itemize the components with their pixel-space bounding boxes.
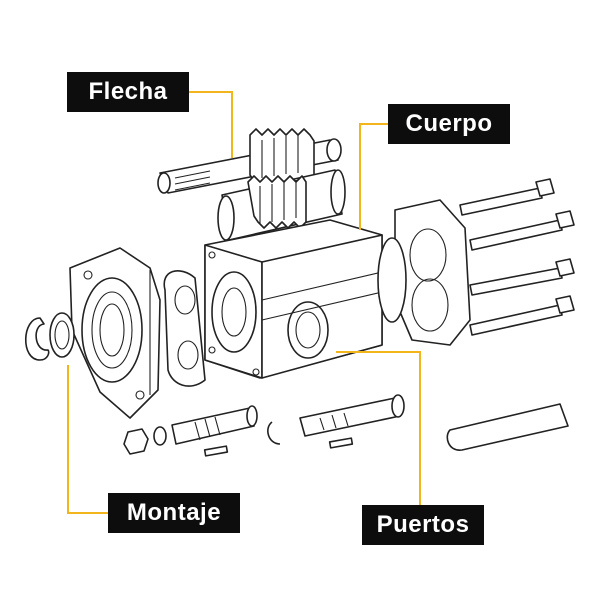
leader-flecha (189, 91, 233, 158)
leader-montaje (67, 365, 108, 514)
label-flecha: Flecha (67, 72, 189, 112)
label-cuerpo: Cuerpo (388, 104, 510, 144)
end-cover (377, 199, 471, 346)
bolt-set (459, 178, 575, 336)
shaft-seal (49, 312, 75, 358)
snap-ring (25, 317, 50, 361)
lower-shafts-and-parts (123, 394, 569, 457)
driven-shaft-gear (217, 169, 346, 241)
wear-plate-left (163, 270, 206, 387)
label-puertos: Puertos (362, 505, 484, 545)
leader-puertos (336, 351, 421, 505)
leader-lines (67, 91, 421, 514)
leader-cuerpo (359, 123, 388, 230)
mounting-flange (69, 247, 161, 419)
label-montaje: Montaje (108, 493, 240, 533)
pump-body (204, 219, 383, 379)
